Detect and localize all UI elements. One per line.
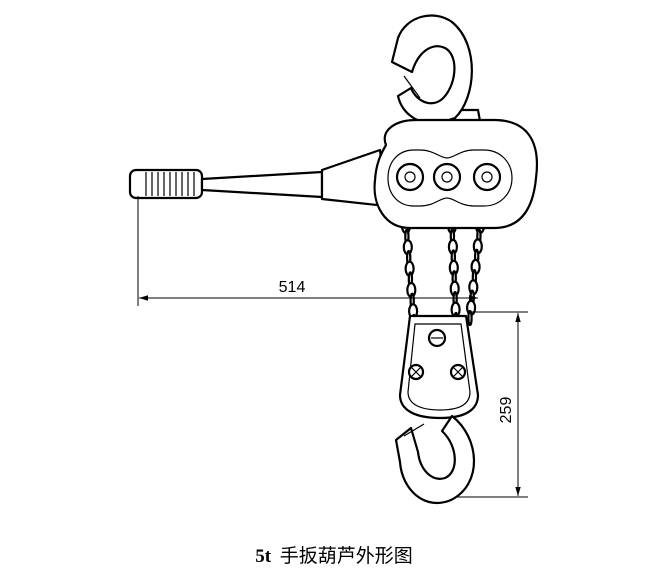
top-hook-body — [390, 14, 473, 126]
dimension-label-259: 259 — [498, 397, 515, 424]
top-hook — [390, 14, 484, 134]
hoist-housing — [373, 118, 539, 230]
dimension-overall-length: 514 — [137, 196, 478, 306]
lower-block-bolt-left — [407, 363, 425, 381]
sprocket-center — [432, 162, 462, 192]
handle-rod — [200, 170, 324, 199]
sprocket-right — [472, 162, 502, 192]
lower-block-plate — [407, 323, 471, 411]
bottom-hook-latch — [403, 423, 425, 437]
figure-caption: 5t 手扳葫芦外形图 — [255, 545, 413, 567]
lower-block-pin — [427, 328, 447, 348]
lower-block-bolt-right — [449, 363, 467, 381]
caption-prefix: 5t — [255, 546, 272, 567]
lower-block — [398, 314, 480, 420]
handle — [128, 148, 388, 208]
dimension-label-514: 514 — [279, 279, 306, 296]
grip-ribs — [145, 172, 195, 196]
dimension-lower-height: 259 — [456, 311, 528, 498]
lower-block-body — [398, 314, 480, 420]
top-hook-latch — [403, 75, 421, 99]
side-plate — [387, 149, 513, 207]
caption-title: 手扳葫芦外形图 — [280, 545, 413, 567]
bottom-hook-body — [394, 414, 475, 505]
handle-grip — [128, 168, 204, 200]
bottom-hook — [394, 414, 475, 505]
sprocket-left — [395, 162, 425, 192]
chain-link — [467, 309, 473, 327]
